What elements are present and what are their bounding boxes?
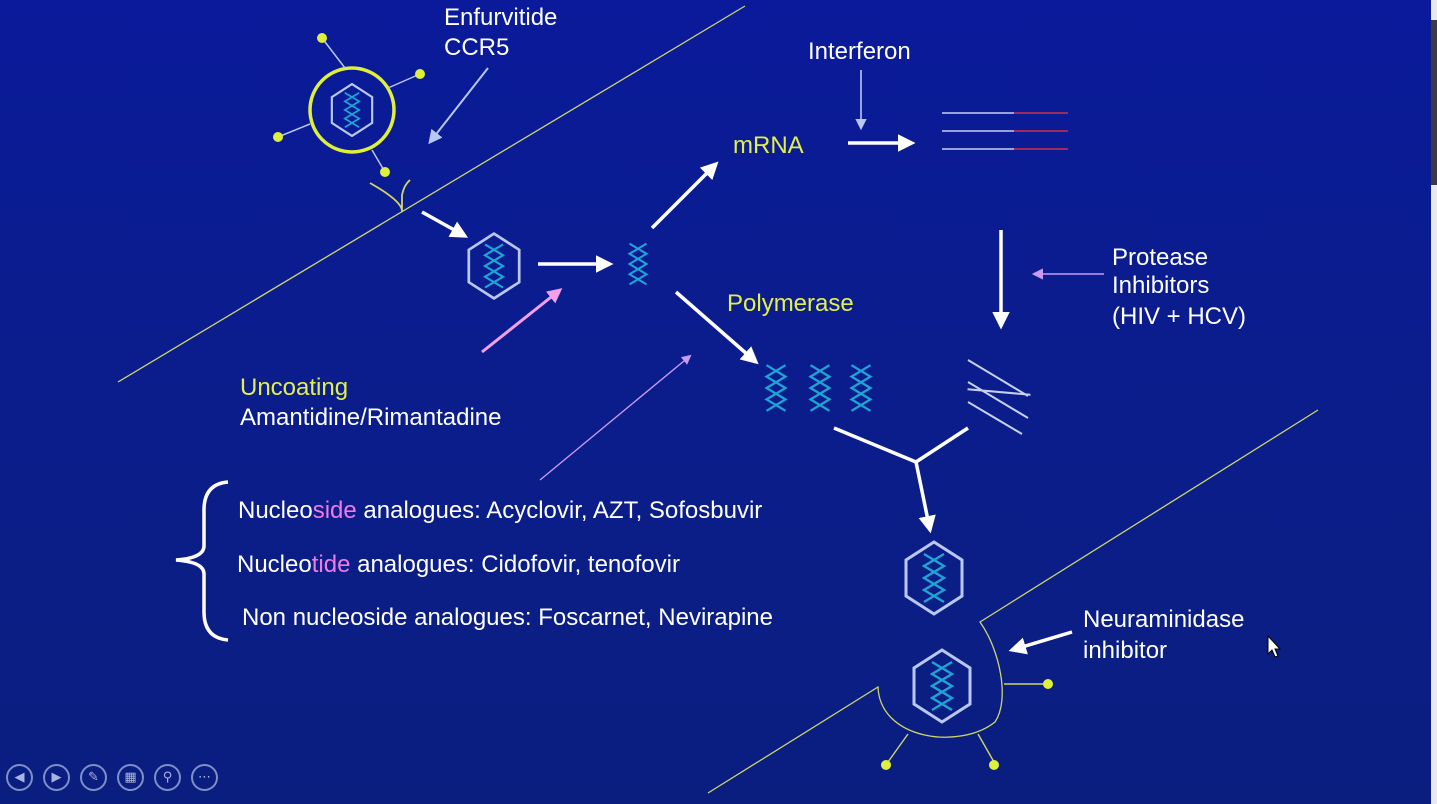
protein-fragments	[967, 359, 1031, 435]
protease-label-line3: (HIV + HCV)	[1112, 303, 1247, 330]
cell-membrane-top	[117, 5, 746, 383]
zoom-icon[interactable]: ⚲	[154, 764, 181, 791]
non-nucleoside-analogues-text: Non nucleoside analogues: Foscarnet, Nev…	[242, 604, 773, 631]
transcription-arrow	[650, 161, 719, 230]
scrollbar-thumb[interactable]	[1431, 20, 1437, 185]
uncoating-inhibitor-arrow	[481, 288, 563, 354]
assembly-arrow-down	[914, 461, 936, 534]
ccr5-label: CCR5	[444, 34, 510, 61]
presentation-toolbar: ◀ ▶ ✎ ▦ ⚲ ⋯	[6, 764, 218, 800]
slides-icon[interactable]: ▦	[117, 764, 144, 791]
mrna-label: mRNA	[733, 132, 804, 159]
assembled-capsid	[906, 542, 962, 614]
amantidine-label: Amantidine/Rimantadine	[240, 404, 502, 431]
next-icon[interactable]: ▶	[43, 764, 70, 791]
uncoating-label: Uncoating	[240, 374, 349, 401]
nucleotide-analogues-text: Nucleotide analogues: Cidofovir, tenofov…	[237, 551, 680, 578]
enfurvitide-label: Enfurvitide	[444, 4, 558, 31]
cell-membrane-bottom	[707, 409, 1319, 794]
scrollbar-track[interactable]	[1431, 0, 1437, 804]
enfurvitide-arrow	[428, 67, 489, 145]
neuraminidase-arrow	[1008, 630, 1073, 655]
viral-genome	[628, 242, 648, 286]
capsid-inside-cell	[469, 234, 519, 299]
previous-icon[interactable]: ◀	[6, 764, 33, 791]
cell-receptor	[369, 179, 411, 212]
mouse-cursor	[1267, 634, 1282, 658]
neuraminidase-label-line2: inhibitor	[1083, 637, 1168, 664]
more-icon[interactable]: ⋯	[191, 764, 218, 791]
polymerase-inhibitor-arrow	[539, 354, 692, 481]
protease-label-line1: Protease	[1112, 244, 1209, 271]
assembly-arrow-left	[833, 426, 917, 464]
replication-arrow	[674, 290, 759, 365]
nucleoside-analogues-text: Nucleoside analogues: Acyclovir, AZT, So…	[238, 497, 763, 524]
protease-label-line2: Inhibitors	[1112, 272, 1210, 299]
polymerase-label: Polymerase	[727, 290, 854, 317]
analogues-brace	[175, 480, 229, 642]
assembly-arrow-right	[915, 426, 969, 464]
budding-capsid	[914, 650, 970, 722]
polyprotein-strands	[942, 112, 1068, 150]
budding-spikes	[881, 679, 1053, 770]
replicated-genomes	[765, 364, 872, 412]
interferon-label: Interferon	[808, 38, 911, 65]
entry-arrow	[421, 210, 469, 238]
pen-icon[interactable]: ✎	[80, 764, 107, 791]
neuraminidase-label-line1: Neuraminidase	[1083, 606, 1245, 633]
virion-envelope	[273, 33, 425, 177]
